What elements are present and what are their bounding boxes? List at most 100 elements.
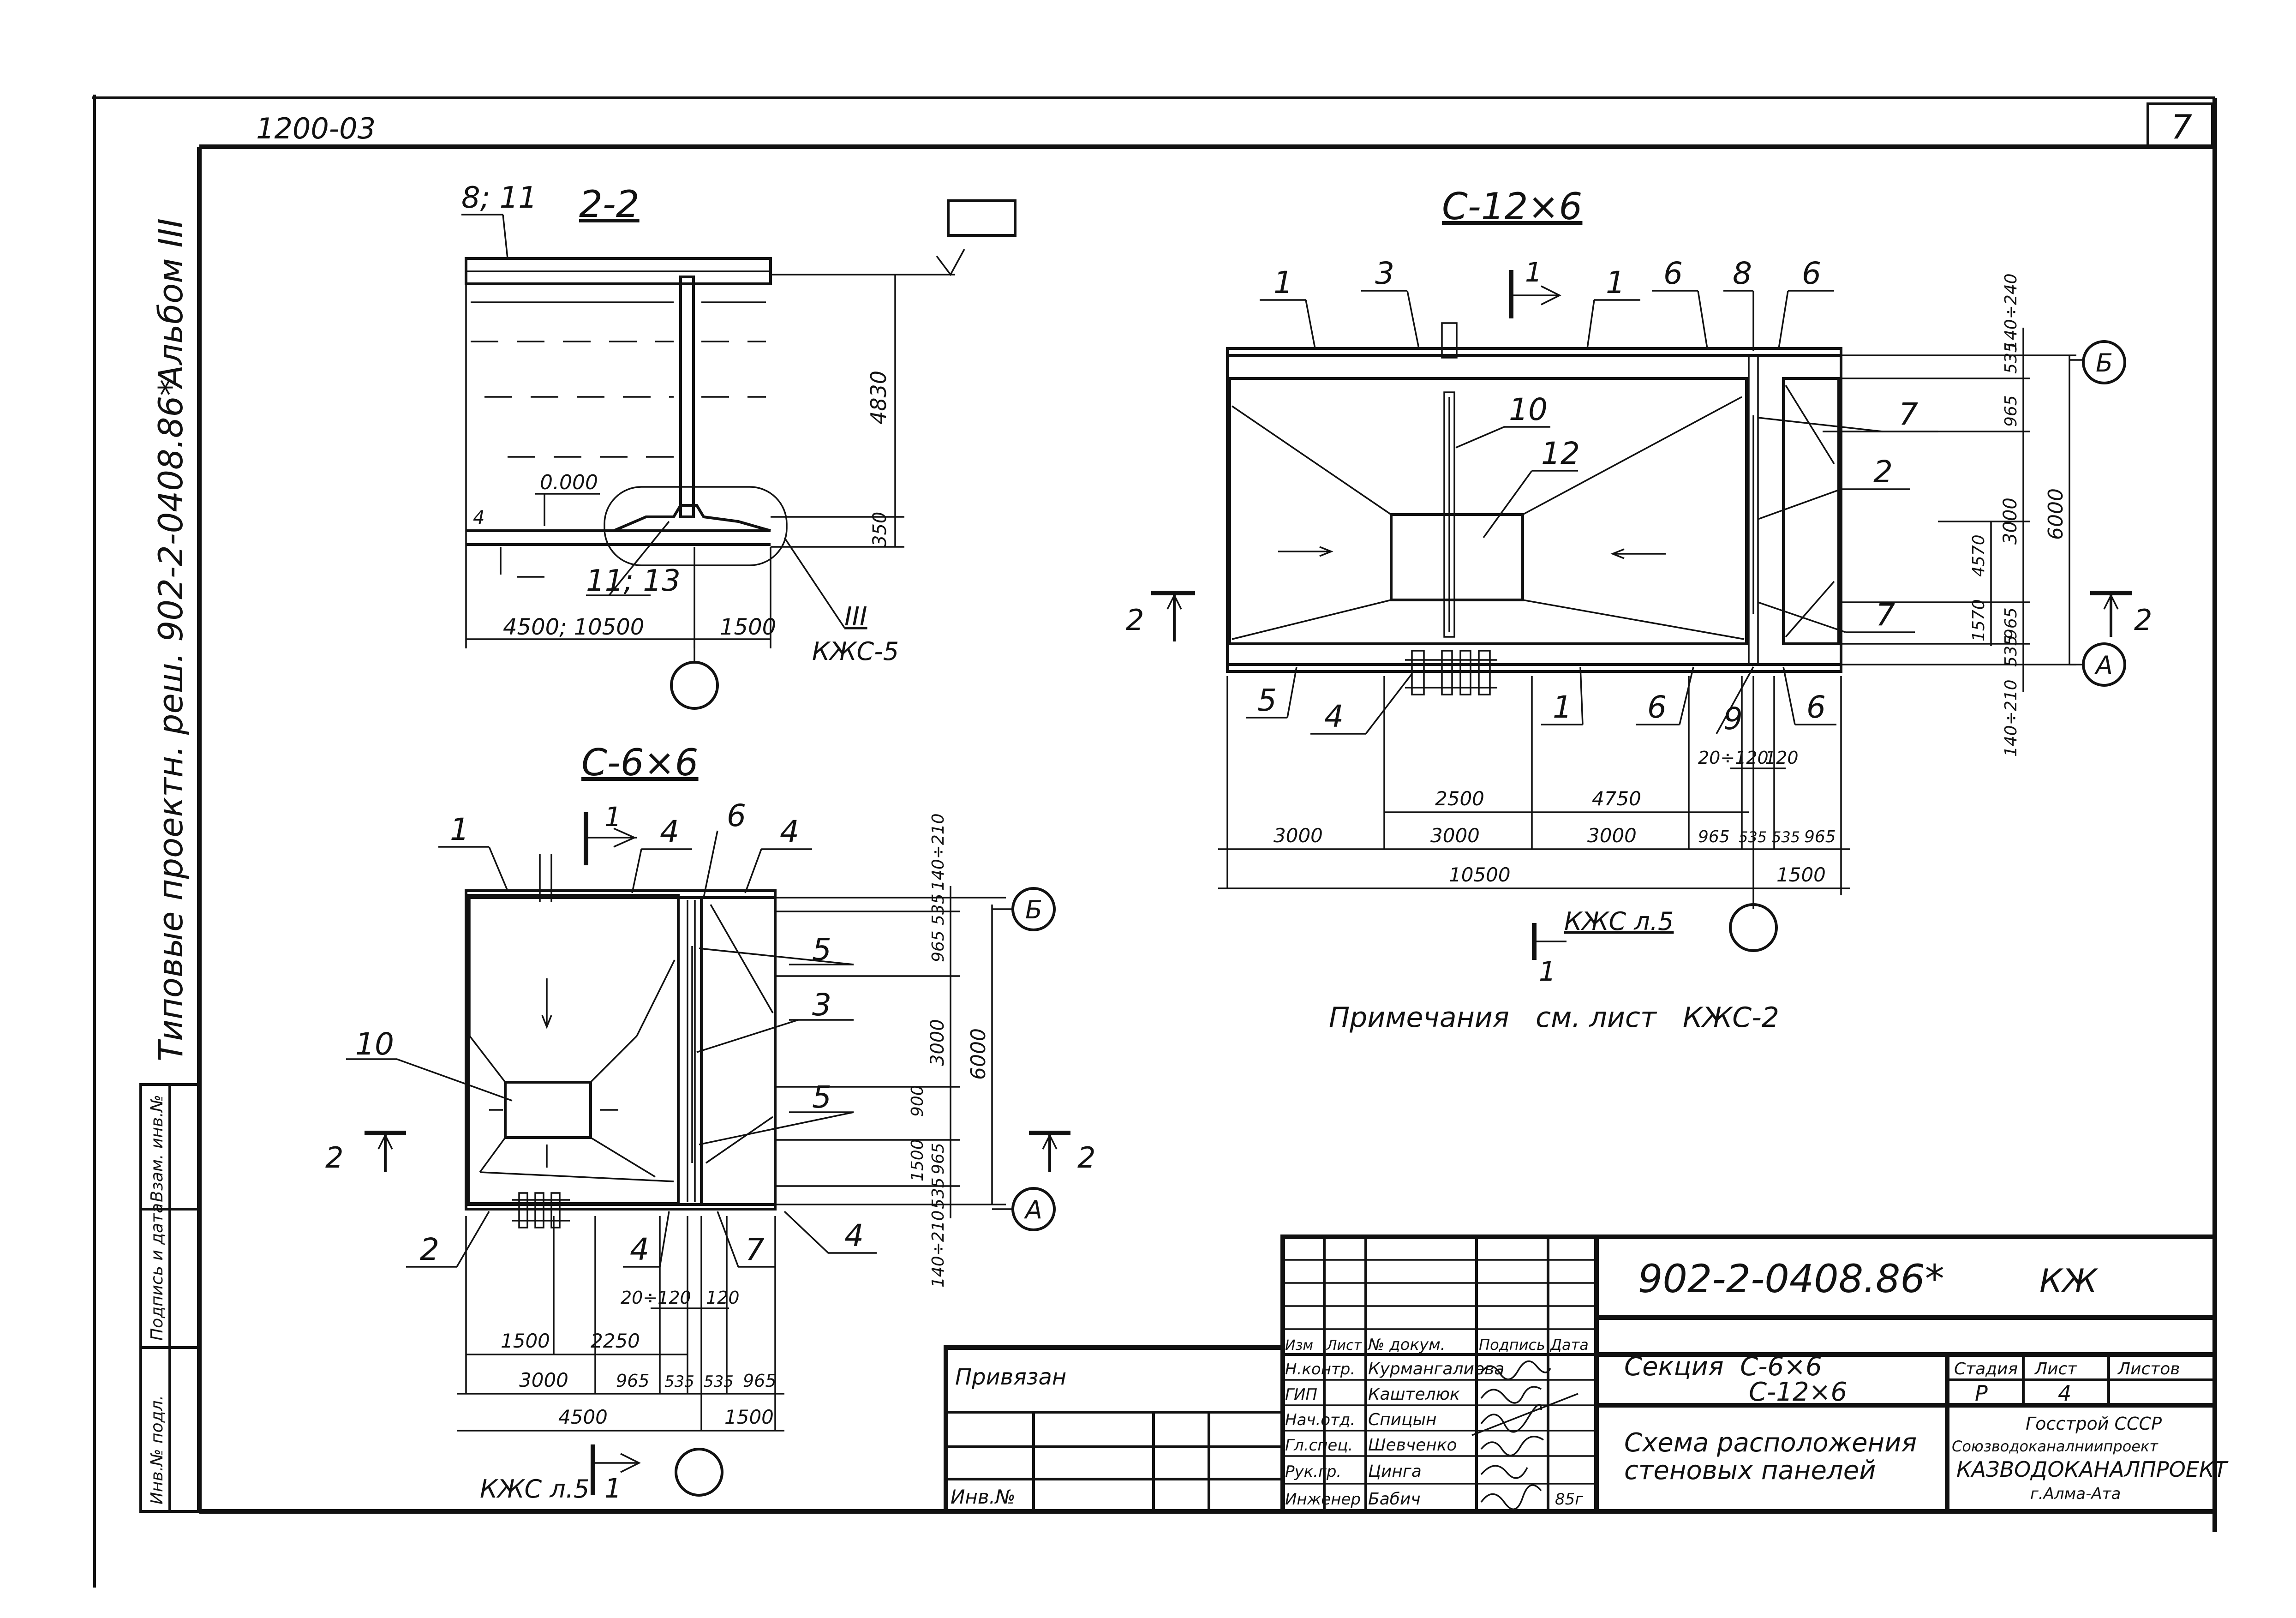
- section-2-2-title: 2-2: [579, 183, 640, 226]
- c6x6-rdim-1500: 1500: [908, 1139, 927, 1181]
- c6x6-callout-5b: 5: [812, 1079, 831, 1115]
- sheet-frame: [92, 95, 2217, 1588]
- tb-col-list: Лист: [1326, 1337, 1363, 1354]
- c12-callout-5: 5: [1257, 683, 1277, 718]
- tb-sheets-header: Листов: [2117, 1360, 2180, 1378]
- c6x6-bdim-2250: 2250: [591, 1330, 640, 1352]
- tb-date: 85г: [1555, 1490, 1584, 1509]
- tb-stage: Р: [1975, 1381, 1988, 1406]
- c12-rdim-965-top: 965: [2002, 395, 2021, 427]
- album-number: Альбом III: [151, 218, 190, 390]
- c6x6-bdim-1500: 1500: [501, 1330, 550, 1352]
- tb-role-4: Рук.гр.: [1285, 1462, 1341, 1481]
- tb-drawing-1: Схема расположения: [1624, 1428, 1917, 1458]
- stamp-vzam: Взам. инв.№: [148, 1095, 167, 1202]
- c6x6-callout-4c: 4: [630, 1232, 649, 1267]
- privyazan-label: Привязан: [955, 1364, 1066, 1390]
- c6x6-bdim-20-120: 20÷120: [621, 1288, 691, 1308]
- s22-callout-11-13: 11; 13: [586, 564, 681, 598]
- c12-rdim-6000: 6000: [2044, 488, 2068, 540]
- sheet-number: 7: [2171, 108, 2192, 146]
- c12x6-title: С-12×6: [1442, 185, 1582, 228]
- left-stamp: Инв.№ подл. Подпись и дата Взам. инв.№: [139, 1083, 201, 1513]
- c12-callout-6b: 6: [1802, 256, 1821, 291]
- signatures: [1471, 1360, 1578, 1510]
- c12-callout-4: 4: [1324, 699, 1344, 734]
- c6x6-rdim-535-bottom: 535: [929, 1177, 948, 1209]
- tb-col-date: Дата: [1549, 1336, 1589, 1354]
- c12-callout-8: 8: [1733, 256, 1752, 291]
- c6x6-callout-1: 1: [450, 812, 469, 847]
- c6x6-secmark-1-bottom: 1: [604, 1473, 622, 1504]
- c12-rdim-965-bottom: 965: [2002, 607, 2021, 639]
- s22-mark-4: 4: [473, 507, 484, 528]
- c12-bdim-3000a: 3000: [1274, 824, 1323, 847]
- c6x6-callout-4b: 4: [780, 814, 799, 850]
- c6x6-rdim-140-210-bottom: 140÷210: [929, 1210, 948, 1288]
- c6x6-callout-4d: 4: [844, 1218, 864, 1253]
- c12-note: Примечания см. лист КЖС-2: [1329, 1001, 1779, 1034]
- plan-c6x6: С-6×6 1: [325, 741, 1095, 1504]
- c6x6-rdim-965-bottom: 965: [929, 1143, 948, 1175]
- c12-rdim-3000: 3000: [2000, 497, 2021, 545]
- c12-secmark-2-right: 2: [2134, 603, 2152, 637]
- c12-secmark-1-top: 1: [1525, 257, 1542, 288]
- tb-col-doc: № докум.: [1367, 1336, 1446, 1354]
- c12-bdim-965a: 965: [1698, 827, 1730, 846]
- c12-callout-3: 3: [1375, 256, 1394, 291]
- c12-bdim-2500: 2500: [1435, 787, 1484, 810]
- c6x6-rdim-3000: 3000: [927, 1019, 948, 1066]
- c6x6-secmark-1-top: 1: [604, 801, 622, 833]
- c12-bdim-10500: 10500: [1449, 863, 1511, 886]
- s22-node-sheet: КЖС-5: [812, 637, 899, 666]
- tb-mark: КЖ: [2039, 1262, 2099, 1300]
- c6x6-secmark-2-right: 2: [1077, 1141, 1095, 1175]
- c12-axis-b: Б: [2096, 348, 2113, 378]
- c6x6-title: С-6×6: [581, 741, 699, 784]
- c12-callout-12: 12: [1541, 436, 1580, 471]
- c6x6-axis-b: Б: [1025, 895, 1042, 924]
- c12-bdim-20-120: 20÷120: [1698, 748, 1769, 768]
- tb-org-4: г.Алма-Ата: [2030, 1485, 2121, 1503]
- c12-callout-6c: 6: [1647, 689, 1667, 725]
- tb-name-2: Спицын: [1368, 1410, 1437, 1429]
- c12-bdim-1500: 1500: [1776, 863, 1826, 886]
- c6x6-callout-7: 7: [745, 1232, 765, 1267]
- title-block: Привязан Инв.№ 902-2-0408.86* КЖ Изм Лис…: [944, 1234, 2229, 1514]
- c6x6-rdim-140-210-top: 140÷210: [929, 813, 948, 891]
- s22-dim-4830: 4830: [866, 371, 891, 425]
- tb-role-5: Инженер: [1285, 1490, 1361, 1509]
- c6x6-rdim-900: 900: [908, 1085, 927, 1117]
- c6x6-callout-5a: 5: [812, 932, 831, 967]
- c12-bdim-3000b: 3000: [1430, 824, 1480, 847]
- s22-dim-350: 350: [869, 512, 891, 547]
- tb-section-1: Секция С-6×6: [1624, 1352, 1822, 1382]
- c6x6-bdim-965a: 965: [616, 1371, 650, 1391]
- c12-callout-2: 2: [1873, 454, 1893, 490]
- c12-callout-1a: 1: [1274, 265, 1293, 300]
- tb-role-0: Н.контр.: [1285, 1360, 1355, 1378]
- c12-axis-a: А: [2094, 651, 2113, 680]
- album-title: Типовые проектн. реш. 902-2-0408.86*: [151, 379, 190, 1061]
- tb-doc-code: 902-2-0408.86*: [1638, 1256, 1944, 1301]
- tb-role-1: ГИП: [1285, 1385, 1317, 1404]
- c6x6-callout-4a: 4: [660, 814, 679, 850]
- c6x6-rdim-965-top: 965: [929, 930, 948, 962]
- tb-col-sign: Подпись: [1479, 1336, 1545, 1354]
- c12-callout-6d: 6: [1806, 689, 1826, 725]
- c12-callout-1b: 1: [1606, 265, 1625, 300]
- c12-callout-6a: 6: [1663, 256, 1683, 291]
- c6x6-bdim-3000: 3000: [519, 1369, 568, 1391]
- c12-secmark-1-bottom: 1: [1539, 956, 1556, 987]
- c12-bdim-535b: 535: [1772, 828, 1800, 846]
- tb-name-5: Бабич: [1368, 1490, 1421, 1509]
- tb-name-1: Каштелюк: [1368, 1385, 1460, 1404]
- plan-c12x6: С-12×6 1: [1126, 185, 2152, 1034]
- tb-section-2: С-12×6: [1749, 1377, 1847, 1407]
- tb-org-3: КАЗВОДОКАНАЛПРОЕКТ: [1956, 1457, 2229, 1482]
- c6x6-callout-10: 10: [355, 1026, 394, 1062]
- tb-role-2: Нач.отд.: [1285, 1411, 1355, 1429]
- c6x6-callout-2: 2: [420, 1232, 439, 1267]
- c12-bdim-965b: 965: [1804, 827, 1836, 846]
